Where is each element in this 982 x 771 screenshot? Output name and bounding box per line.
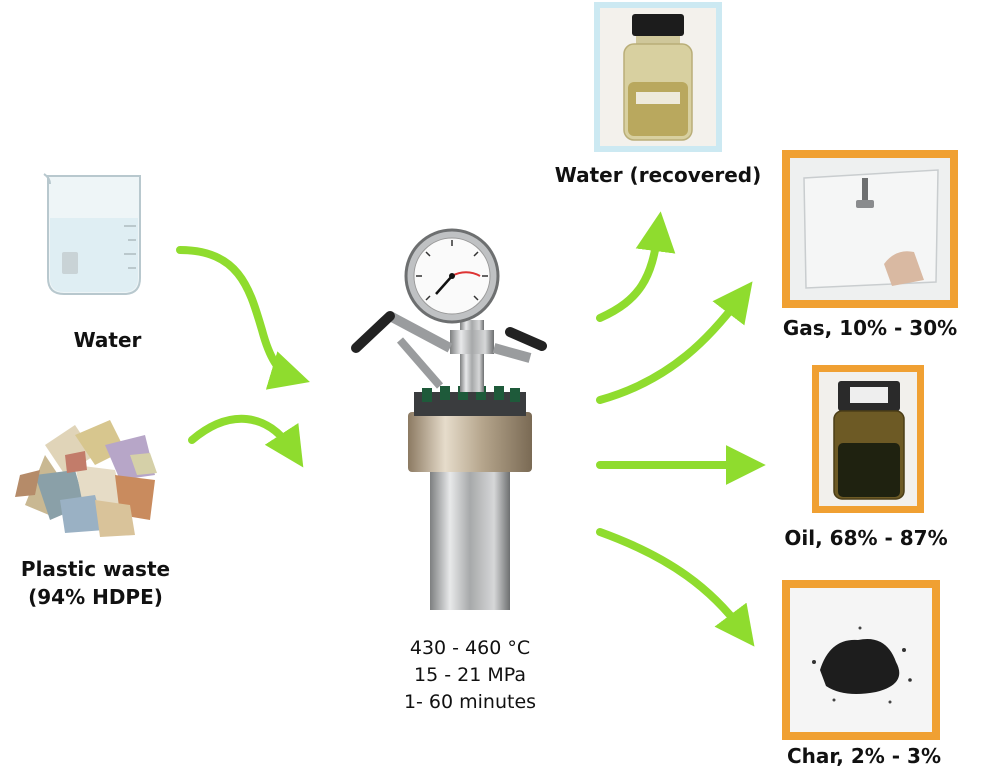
plastic-label-line2: (94% HDPE)	[28, 585, 163, 609]
reactor-conditions: 430 - 460 °C 15 - 21 MPa 1- 60 minutes	[370, 635, 570, 716]
arrow-to-gas	[596, 281, 753, 404]
condition-temperature: 430 - 460 °C	[409, 637, 531, 659]
oil-jar-icon	[833, 381, 905, 500]
beaker-icon	[43, 173, 141, 295]
bottle-icon	[623, 14, 693, 141]
pressure-gauge-icon	[404, 228, 500, 324]
water-recovered-label: Water (recovered)	[554, 163, 762, 187]
condition-pressure: 15 - 21 MPa	[414, 664, 526, 686]
gas-bag-icon	[803, 169, 939, 289]
arrow-to-water-recovered	[596, 211, 676, 322]
reactor-icon	[351, 311, 547, 610]
oil-frame	[812, 365, 924, 513]
arrow-to-char	[596, 528, 755, 647]
arrow-plastic-to-reactor	[188, 414, 304, 468]
char-label: Char, 2% - 3%	[786, 744, 942, 768]
gas-label: Gas, 10% - 30%	[782, 316, 958, 340]
char-pile-icon	[812, 626, 912, 704]
plastic-label: Plastic waste (94% HDPE)	[8, 555, 183, 611]
plastic-label-line1: Plastic waste	[20, 557, 171, 581]
arrow-water-to-reactor	[176, 246, 310, 390]
oil-label: Oil, 68% - 87%	[784, 526, 948, 550]
condition-time: 1- 60 minutes	[403, 691, 537, 713]
water-input-label: Water	[73, 328, 142, 352]
plastic-shreds-icon	[15, 420, 157, 537]
